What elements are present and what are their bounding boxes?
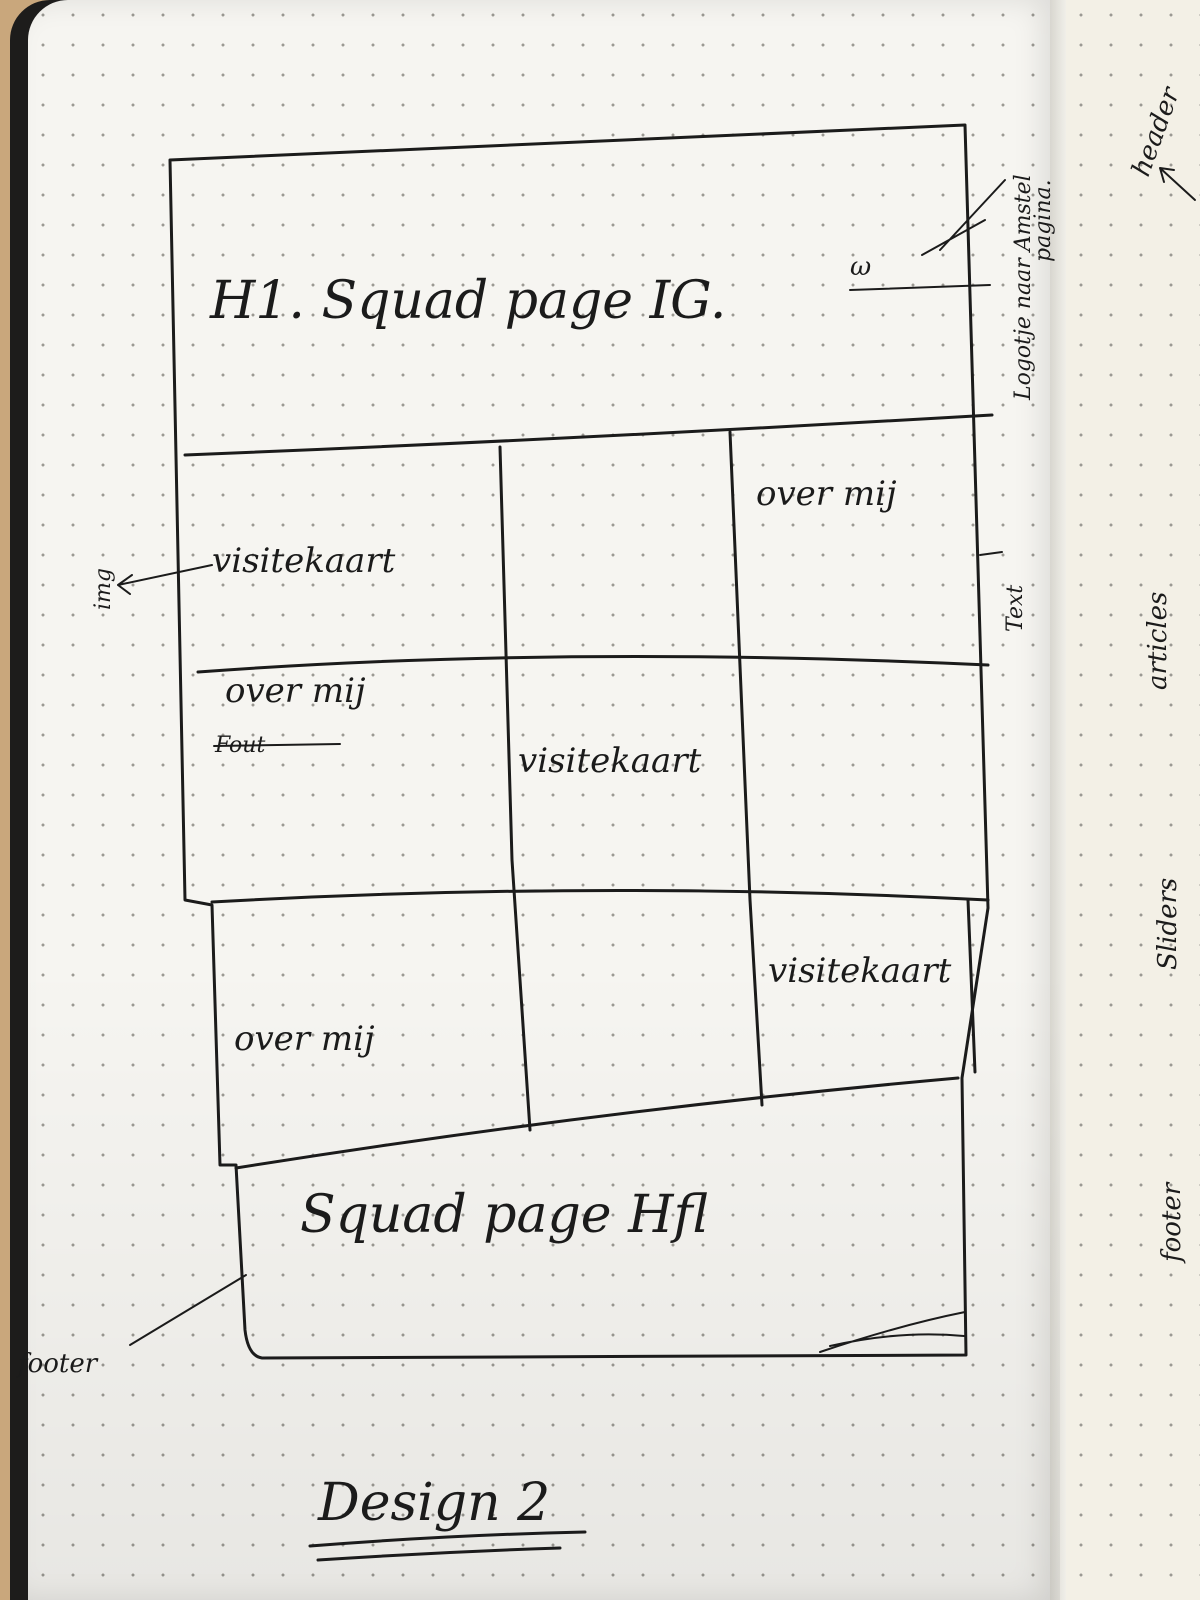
logo-note-line-1: Logotje naar Amstel — [1011, 174, 1036, 401]
row3-right-edge — [966, 898, 977, 1074]
img-annotation: img — [91, 568, 116, 610]
cell-r3c3-label: visitekaart — [768, 951, 952, 991]
logo-mark: ω — [850, 252, 871, 282]
notebook-page — [28, 0, 1060, 1600]
img-arrow — [117, 564, 213, 595]
row-divider-2 — [210, 888, 990, 904]
logo-underline — [849, 284, 991, 291]
wireframe-outline — [168, 123, 990, 1360]
page-gutter — [1050, 0, 1066, 1600]
cell-r1c3-label: over mij — [756, 474, 897, 514]
header-divider — [183, 413, 994, 457]
next-notebook-page — [1066, 0, 1200, 1600]
next-page-header-arrow — [1159, 167, 1196, 201]
column-divider-2 — [728, 430, 764, 1107]
footer-arrow — [129, 1274, 247, 1346]
next-page-footer: footer — [1157, 1181, 1187, 1264]
cell-r2c1-label: over mij — [225, 671, 366, 711]
column-divider-1 — [498, 445, 532, 1132]
logo-note-arrow — [921, 179, 1006, 256]
design-caption: Design 2 — [317, 1473, 550, 1533]
header-title: H1. Squad page IG. — [209, 271, 726, 331]
footer-annotation: footer — [16, 1349, 99, 1379]
footer-label: Squad page Hfl — [300, 1185, 708, 1245]
strike-through — [213, 743, 341, 747]
next-page-sliders: Sliders — [1153, 878, 1183, 970]
text-annotation: Text — [1003, 585, 1028, 632]
cell-r3c1-label: over mij — [234, 1019, 375, 1059]
cell-r1c1-label: visitekaart — [212, 541, 396, 581]
caption-underline — [308, 1530, 587, 1562]
cell-r2c2-label: visitekaart — [518, 741, 702, 781]
footer-corner-flourish — [819, 1311, 966, 1353]
row-divider-3 — [234, 1076, 960, 1170]
logo-note-line-2: pagina. — [1031, 179, 1056, 262]
next-page-articles: articles — [1143, 592, 1173, 690]
text-annotation-tick — [979, 551, 1003, 556]
row-divider-1 — [196, 654, 990, 674]
next-page-header: header — [1126, 82, 1186, 180]
